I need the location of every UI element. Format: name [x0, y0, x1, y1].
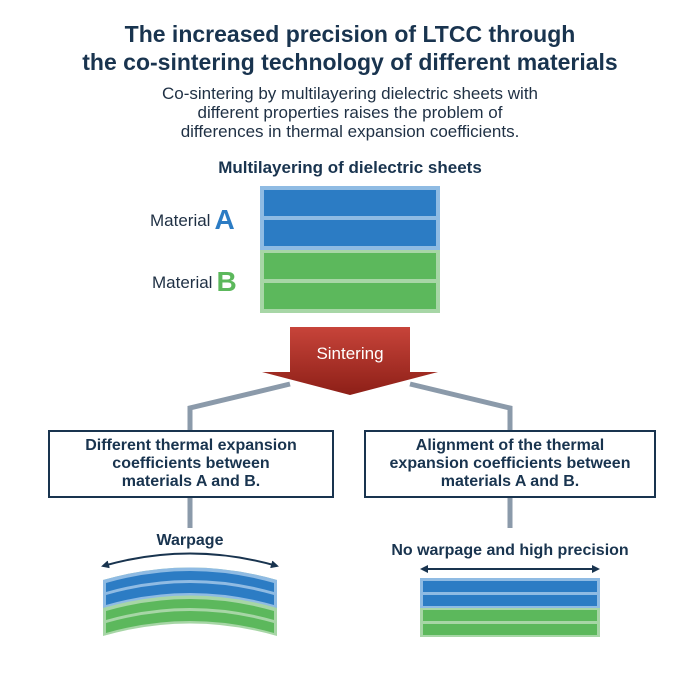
warped-stack: [101, 552, 279, 636]
title-line-2: the co-sintering technology of different…: [82, 49, 618, 75]
diagram-title: The increased precision of LTCC through …: [0, 20, 700, 76]
sintering-label: Sintering: [316, 344, 384, 363]
right-box-line-1: Alignment of the thermal: [415, 437, 605, 454]
warped-sheet-b-1: [106, 599, 274, 620]
sheet-b-2: [264, 283, 436, 309]
material-b-letter: B: [216, 266, 237, 297]
flat-sheet-b-2: [423, 624, 597, 635]
connector-right: [409, 381, 513, 430]
right-box-line-2: expansion coefficients between: [389, 455, 631, 472]
no-warpage-label: No warpage and high precision: [391, 542, 629, 559]
intro-text: Co-sintering by multilayering dielectric…: [100, 84, 600, 141]
intro-line-3: differences in thermal expansion coeffic…: [180, 122, 520, 141]
intro-line-2: different properties raises the problem …: [197, 103, 503, 122]
warped-sheet-a-1: [106, 571, 274, 592]
multilayer-stack: [260, 186, 440, 313]
left-outcome-box: Different thermal expansion coefficients…: [48, 430, 334, 498]
warpage-arrow: [101, 552, 279, 569]
sheet-b-1: [264, 253, 436, 279]
sintering-arrow: [262, 327, 438, 395]
sheet-a-2: [264, 220, 436, 246]
flat-sheet-b-1: [423, 610, 597, 621]
material-a-letter: A: [214, 204, 235, 235]
left-box-line-2: coefficients between: [112, 455, 270, 472]
right-box-line-3: materials A and B.: [440, 473, 580, 490]
flat-sheet-a-1: [423, 581, 597, 592]
right-outcome-box: Alignment of the thermal expansion coeff…: [364, 430, 656, 498]
intro-line-1: Co-sintering by multilayering dielectric…: [161, 84, 539, 103]
warped-sheet-a-2: [106, 583, 274, 605]
connector-left: [187, 381, 291, 430]
left-box-line-3: materials A and B.: [121, 473, 261, 490]
warpage-label: Warpage: [156, 532, 224, 549]
left-box-line-1: Different thermal expansion: [85, 437, 297, 454]
material-a-prefix: Material: [150, 211, 211, 230]
stack-heading: Multilayering of dielectric sheets: [218, 158, 482, 177]
flat-sheet-a-2: [423, 595, 597, 606]
title-line-1: The increased precision of LTCC through: [124, 21, 576, 47]
sheet-a-1: [264, 190, 436, 216]
flat-stack: [420, 565, 600, 637]
warped-sheet-b-2: [106, 611, 274, 633]
connector-lines: [187, 381, 513, 528]
material-b-prefix: Material: [152, 273, 213, 292]
